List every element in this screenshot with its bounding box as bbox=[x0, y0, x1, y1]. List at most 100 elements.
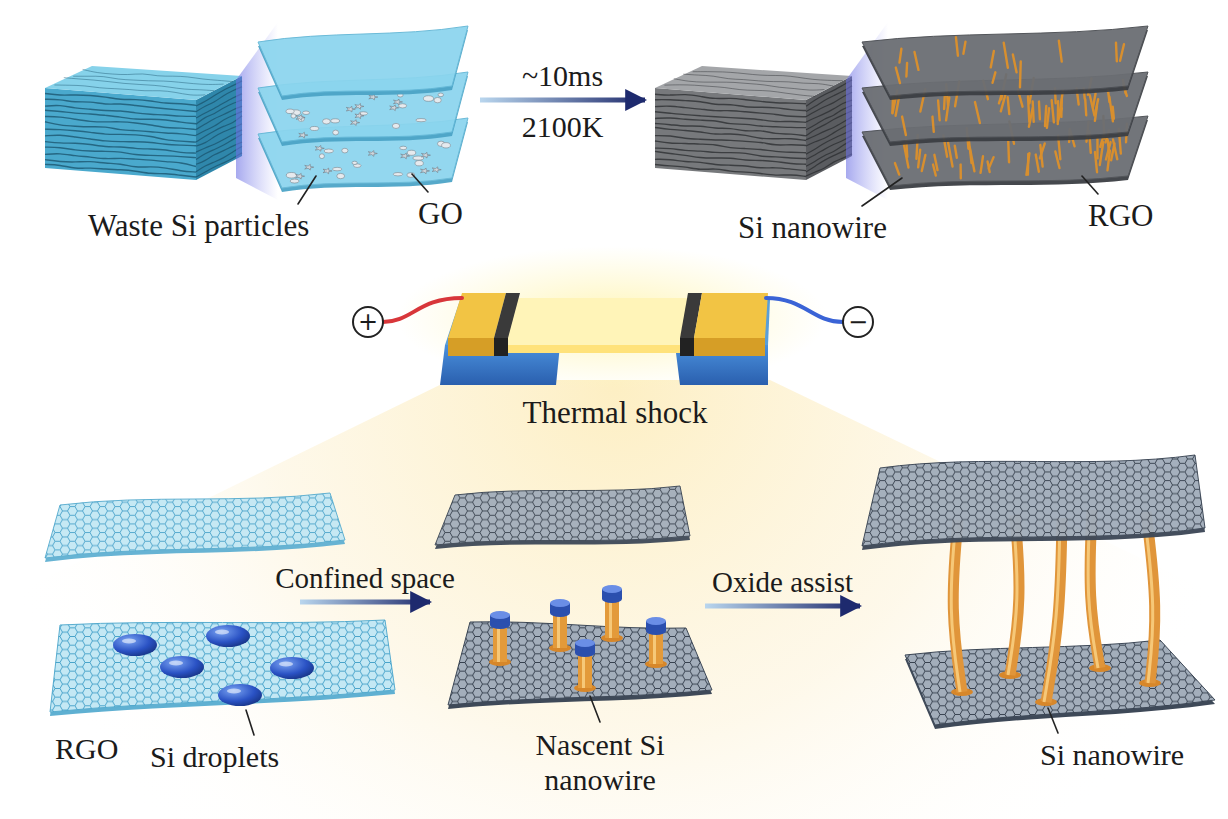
si-nanowire-hair bbox=[1111, 144, 1114, 161]
layered-block bbox=[45, 122, 196, 136]
free-label-slot: 2100K bbox=[522, 110, 604, 145]
si-particle bbox=[393, 173, 402, 176]
layered-block bbox=[196, 146, 242, 171]
label-slot: RGO bbox=[1088, 198, 1153, 234]
layered-block bbox=[196, 153, 242, 177]
si-nanowire bbox=[951, 520, 960, 692]
si-particle bbox=[369, 94, 378, 100]
label-slot: GO bbox=[418, 196, 463, 232]
si-nanowire-hair bbox=[1059, 41, 1062, 62]
si-nanowire-hair bbox=[1026, 153, 1029, 175]
si-particle bbox=[337, 173, 345, 178]
si-particle bbox=[303, 111, 310, 114]
graphene-sheet bbox=[448, 622, 712, 705]
layered-block bbox=[45, 88, 196, 180]
condition-label: 2100K bbox=[522, 110, 604, 145]
graphene-sheet bbox=[45, 493, 345, 558]
reduced-graphene-stack bbox=[655, 22, 1148, 200]
si-nanowire-hair bbox=[938, 101, 940, 121]
layered-block bbox=[196, 130, 242, 152]
device-label: Thermal shock bbox=[522, 395, 707, 431]
arrow-label: Oxide assist bbox=[712, 566, 853, 599]
nascent-nanowire bbox=[602, 585, 622, 593]
thermal-shock-device bbox=[843, 307, 873, 337]
si-nanowire-hair bbox=[1013, 54, 1017, 72]
nascent-nanowire bbox=[553, 612, 567, 648]
thermal-shock-device bbox=[353, 307, 383, 337]
si-particle bbox=[286, 109, 294, 113]
process-arrow bbox=[480, 98, 645, 103]
si-particle bbox=[355, 113, 364, 119]
layered-block bbox=[806, 146, 852, 172]
label-slot: RGO bbox=[55, 732, 118, 767]
nascent-nanowire bbox=[646, 627, 666, 635]
graphene-sheet bbox=[435, 486, 690, 545]
stage-label: Si nanowire bbox=[738, 210, 887, 246]
si-particle bbox=[324, 149, 333, 153]
si-particle bbox=[286, 93, 444, 138]
graphene-sheet bbox=[258, 26, 468, 100]
nascent-nanowire bbox=[490, 611, 510, 619]
si-nanowire-hair bbox=[1008, 97, 1010, 114]
si-nanowire-hair bbox=[922, 155, 926, 171]
nascent-nanowire bbox=[550, 609, 570, 617]
si-particle bbox=[323, 168, 332, 174]
layered-block bbox=[45, 147, 196, 158]
thermal-shock-device bbox=[766, 298, 843, 322]
layered-block bbox=[664, 85, 815, 97]
nascent-nanowire bbox=[605, 598, 619, 638]
thermal-shock-device bbox=[694, 293, 768, 338]
leader-line bbox=[590, 696, 600, 722]
layered-block bbox=[196, 87, 242, 112]
si-droplet bbox=[160, 656, 204, 678]
si-nanowire-hair bbox=[899, 49, 901, 63]
layered-block bbox=[655, 88, 806, 180]
layered-block bbox=[655, 100, 806, 111]
si-particle bbox=[407, 150, 415, 155]
si-nanowire-hair bbox=[914, 52, 918, 70]
edge-label-slot: ~10ms bbox=[522, 59, 603, 94]
layered-block bbox=[655, 94, 806, 104]
si-particle bbox=[319, 154, 324, 159]
si-nanowire-hair bbox=[1028, 96, 1029, 121]
si-nanowire-hair bbox=[1036, 155, 1039, 172]
graphene-sheet bbox=[258, 26, 468, 96]
nascent-nanowire bbox=[582, 652, 585, 688]
layered-block bbox=[655, 159, 806, 170]
si-particle bbox=[296, 115, 305, 121]
edge-label-slot: Oxide assist bbox=[712, 566, 853, 599]
si-droplet bbox=[270, 657, 314, 679]
graphene-sheet bbox=[435, 486, 690, 549]
leader-line bbox=[1082, 176, 1098, 194]
si-nanowire-hair bbox=[956, 37, 958, 56]
label-slot: Si nanowire bbox=[1040, 738, 1184, 773]
stage-label: Si nanowire bbox=[1040, 738, 1184, 773]
layered-block bbox=[655, 112, 806, 123]
si-particle bbox=[434, 97, 441, 102]
si-nanowire-hair bbox=[955, 146, 957, 158]
stage-label: GO bbox=[418, 196, 463, 232]
si-nanowire-hair bbox=[943, 95, 946, 109]
graphene-sheet bbox=[50, 620, 395, 712]
thermal-shock-device bbox=[383, 298, 462, 322]
layered-block bbox=[806, 154, 852, 176]
nascent-nanowire bbox=[575, 639, 595, 647]
layered-block bbox=[45, 116, 196, 129]
si-nanowire bbox=[1044, 518, 1060, 702]
si-nanowire-hair bbox=[1113, 107, 1114, 119]
si-nanowire-hair bbox=[1001, 96, 1005, 112]
graphene-sheet bbox=[50, 620, 395, 712]
si-nanowire-hair bbox=[991, 51, 994, 67]
si-nanowire-hair bbox=[932, 117, 933, 132]
layered-block bbox=[655, 141, 806, 153]
stage-panel: Si nanowire bbox=[860, 450, 1215, 790]
si-particle bbox=[291, 114, 296, 118]
si-droplet bbox=[113, 634, 157, 656]
nascent-nanowire bbox=[653, 630, 656, 664]
layered-block bbox=[683, 74, 833, 86]
stage-label: Waste Si particles bbox=[88, 208, 309, 244]
layered-block bbox=[45, 135, 196, 146]
si-nanowire-hair bbox=[904, 144, 909, 168]
